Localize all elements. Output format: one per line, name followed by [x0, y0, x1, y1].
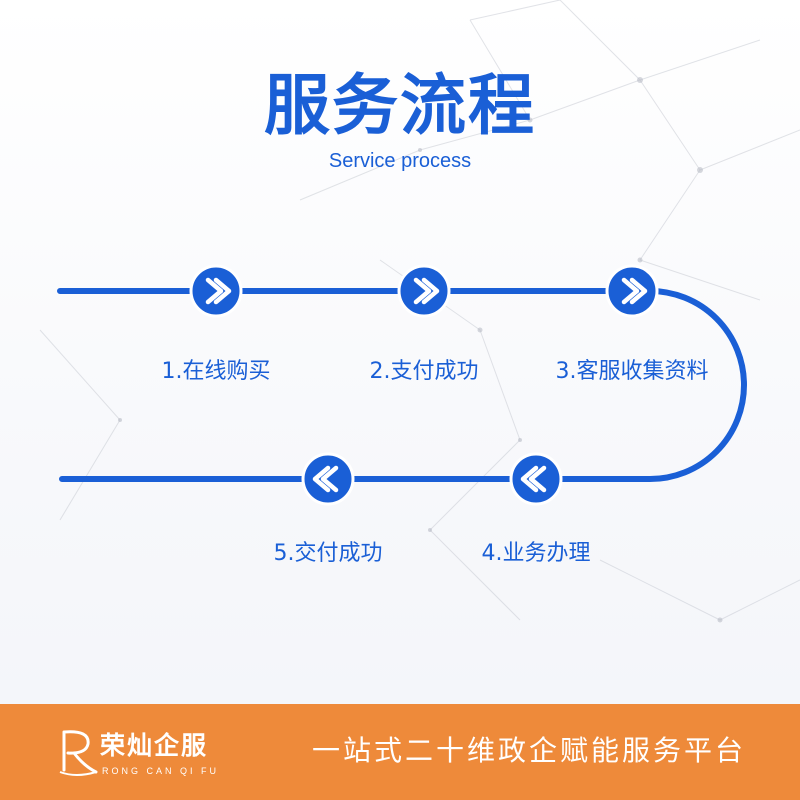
- page-title: 服务流程: [264, 67, 536, 144]
- step-4-label: 4.业务办理: [481, 541, 591, 566]
- step-5-node: [301, 452, 355, 506]
- step-1-node: [189, 264, 243, 318]
- chevron-right-icon: [205, 277, 232, 305]
- step-3-node: [605, 264, 659, 318]
- footer-slogan: 一站式二十维政企赋能服务平台: [312, 734, 747, 767]
- process-flow-track: [57, 264, 747, 506]
- step-2-label: 2.支付成功: [369, 359, 479, 384]
- brand-name: 荣灿企服: [100, 731, 209, 760]
- step-1-label: 1.在线购买: [161, 359, 271, 384]
- step-3-label: 3.客服收集资料: [555, 359, 709, 384]
- step-4-node: [509, 452, 563, 506]
- brand-logo-icon: [59, 730, 98, 776]
- chevron-right-icon: [413, 277, 440, 305]
- step-5-label: 5.交付成功: [273, 541, 383, 566]
- chevron-left-icon: [520, 465, 547, 493]
- page-subtitle: Service process: [328, 150, 472, 172]
- step-2-node: [397, 264, 451, 318]
- chevron-left-icon: [312, 465, 339, 493]
- chevron-right-icon: [621, 277, 648, 305]
- background-network-graphic: [39, 0, 800, 623]
- brand-pinyin: RONG CAN QI FU: [102, 766, 220, 776]
- footer-bar: 荣灿企服 RONG CAN QI FU 一站式二十维政企赋能服务平台: [0, 704, 800, 800]
